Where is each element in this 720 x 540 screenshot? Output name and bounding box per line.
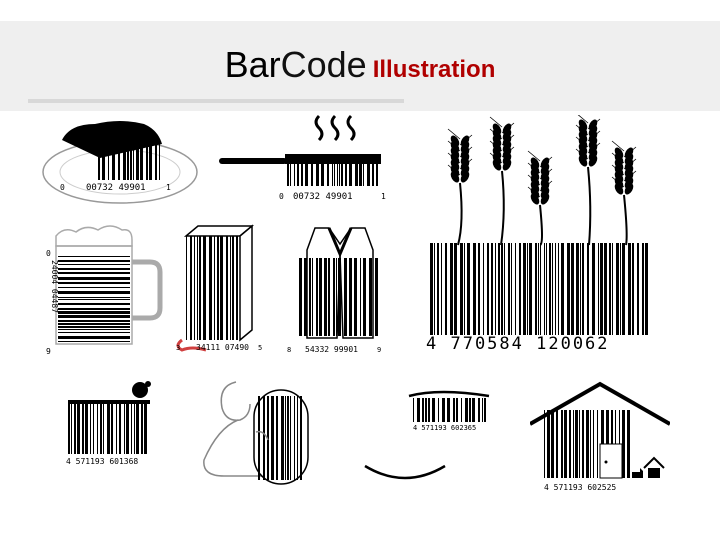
sleeping-barcode-illustration (203, 381, 309, 485)
wheat-barcode-number: 4 770584 120062 (426, 334, 610, 354)
barcode-stripes (68, 404, 147, 454)
beer-barcode-number: 24004 04487 (50, 260, 59, 313)
svg-text:5: 5 (258, 344, 262, 352)
svg-text:9: 9 (377, 346, 381, 354)
woman-body-icon (203, 419, 274, 477)
house-door-icon (599, 443, 623, 479)
pan-handle-icon (219, 158, 287, 164)
vest-barcode-illustration: 8 54332 99901 9 (287, 227, 381, 354)
eyelid-icon (408, 390, 490, 398)
title-word-illustration: Illustration (372, 56, 496, 83)
doghouse-icon (643, 456, 665, 469)
bookmark-icon (176, 338, 207, 352)
svg-text:3: 3 (176, 344, 180, 352)
mouth-icon (364, 464, 446, 480)
title-separator (28, 99, 404, 103)
svg-text:0: 0 (60, 183, 65, 192)
title-band (0, 21, 720, 111)
svg-text:9: 9 (46, 347, 51, 356)
barcode-stripes (258, 396, 302, 480)
steam-icon (314, 114, 356, 142)
dog-icon (632, 468, 643, 478)
svg-text:8: 8 (287, 346, 291, 354)
title-word-code: Code (280, 44, 367, 85)
barcode-stripes (186, 236, 238, 340)
eyes-barcode-illustration: 4 571193 602365 (364, 390, 490, 480)
beer-foam-icon (55, 225, 133, 247)
pan-barcode-number: 00732 49901 (293, 192, 353, 202)
barcode-stripes (58, 256, 130, 342)
mug-icon (55, 245, 133, 345)
house-barcode-number: 4 571193 602525 (544, 483, 616, 492)
eyes-barcode-number: 4 571193 602365 (413, 424, 476, 432)
pie-barcode-illustration: 0 00732 49901 1 (42, 121, 198, 204)
woman-head-icon (220, 381, 251, 421)
girl-head-icon (132, 382, 148, 398)
book-barcode-illustration: 3 34111 07490 5 (176, 224, 262, 352)
beer-barcode-illustration: 24004 04487 0 9 (46, 225, 163, 356)
pie-barcode-number: 00732 49901 (86, 183, 146, 193)
svg-text:0: 0 (46, 249, 51, 258)
svg-text:1: 1 (166, 183, 171, 192)
title-word-bar: Bar (224, 44, 281, 85)
bath-barcode-illustration: 4 571193 601368 (66, 381, 151, 466)
vest-barcode-number: 54332 99901 (305, 345, 358, 354)
barcode-stripes (287, 164, 378, 186)
pan-barcode-illustration: 0 00732 49901 1 (219, 114, 386, 202)
barcode-stripes (430, 243, 648, 335)
mug-handle-icon (132, 259, 163, 321)
book-barcode-number: 34111 07490 (196, 343, 249, 352)
wheat-barcode-illustration: 4 770584 120062 (426, 115, 648, 354)
house-barcode-illustration: 4 571193 602525 (530, 381, 670, 492)
svg-text:0: 0 (279, 192, 284, 201)
svg-text:1: 1 (381, 192, 386, 201)
bath-barcode-number: 4 571193 601368 (66, 457, 138, 466)
barcode-stripes (98, 140, 160, 180)
wheat-stalks-icon (447, 115, 637, 246)
barcode-stripes (413, 398, 486, 422)
barcode-stripes (299, 258, 378, 336)
